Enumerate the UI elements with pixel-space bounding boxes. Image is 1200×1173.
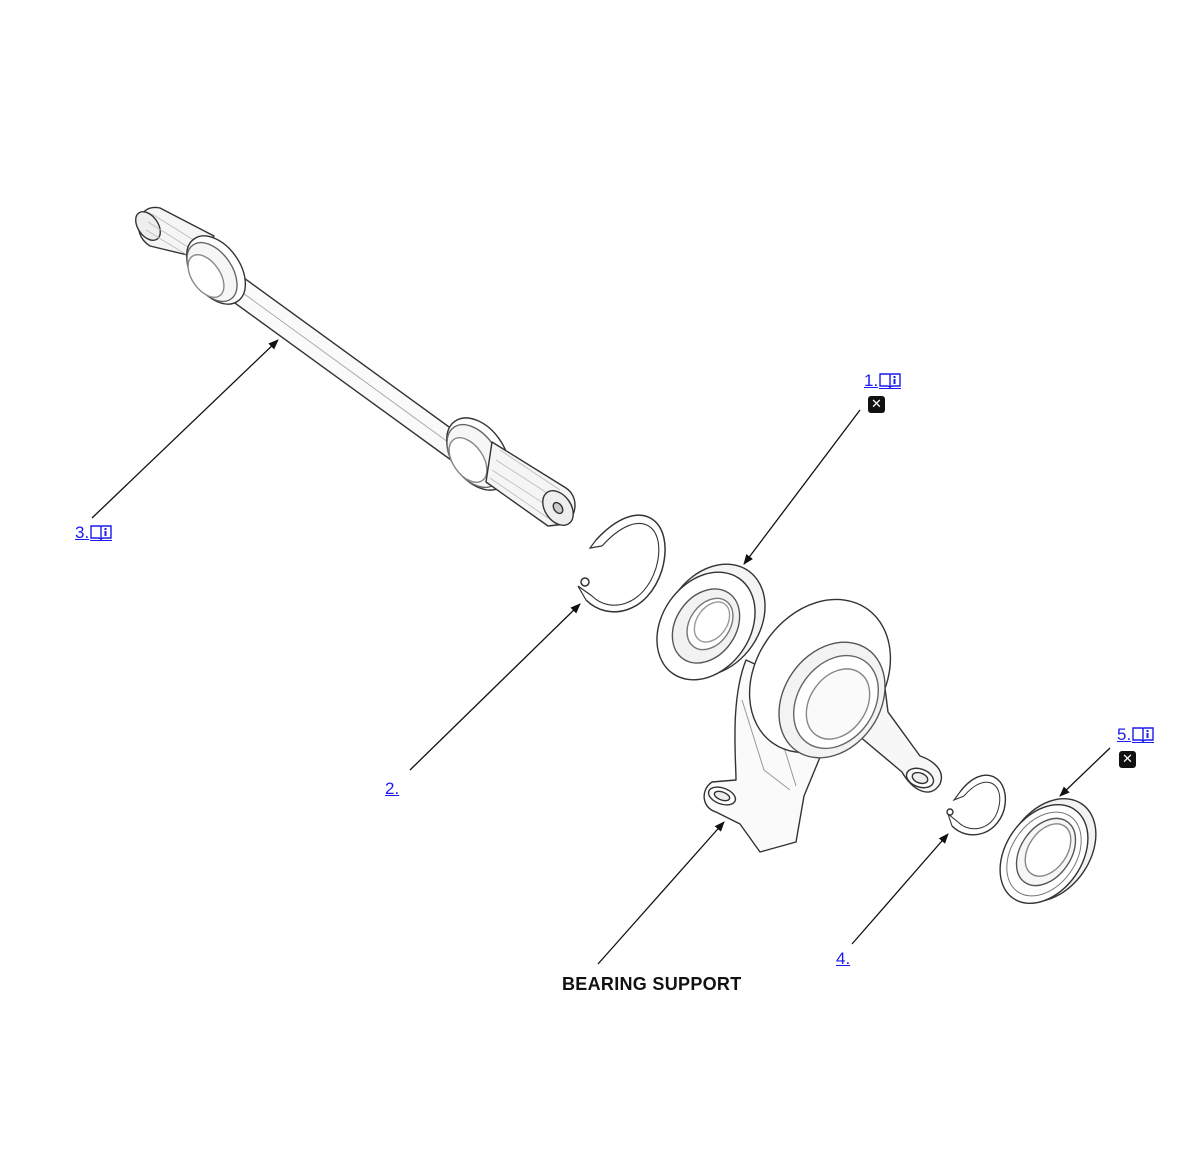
callout-1-link[interactable]: 1.	[864, 371, 902, 390]
callout-3-number: 3.	[75, 523, 90, 542]
repair-manual-book-icon	[1132, 726, 1155, 743]
snap-ring-small	[946, 774, 1007, 836]
leader-line-5	[1059, 747, 1111, 797]
repair-manual-book-icon	[90, 524, 113, 541]
bearing-support-label: BEARING SUPPORT	[562, 974, 742, 994]
leader-lines	[91, 339, 1111, 965]
leader-line-1	[743, 409, 861, 565]
replace-part-x-icon: ✕	[868, 396, 885, 413]
callout-2-link[interactable]: 2.	[385, 780, 399, 797]
callout-5-number: 5.	[1117, 725, 1132, 744]
bearing	[656, 563, 766, 681]
leader-line-2	[409, 603, 581, 771]
snap-ring-large	[577, 514, 666, 613]
leader-line-4	[851, 833, 949, 945]
repair-manual-book-icon	[879, 372, 902, 389]
callout-3-link[interactable]: 3.	[75, 523, 113, 542]
callout-5-link[interactable]: 5.	[1117, 725, 1155, 744]
replace-part-x-icon: ✕	[1119, 751, 1136, 768]
callout-1-number: 1.	[864, 371, 879, 390]
dust-seal	[999, 798, 1097, 905]
leader-line-3	[91, 339, 279, 519]
leader-line-bearing-support	[597, 821, 725, 965]
callout-4-number: 4.	[836, 949, 851, 968]
bearing-support-housing	[703, 598, 943, 853]
callout-4-link[interactable]: 4.	[836, 950, 850, 967]
intermediate-shaft	[134, 206, 576, 527]
callout-2-number: 2.	[385, 779, 400, 798]
